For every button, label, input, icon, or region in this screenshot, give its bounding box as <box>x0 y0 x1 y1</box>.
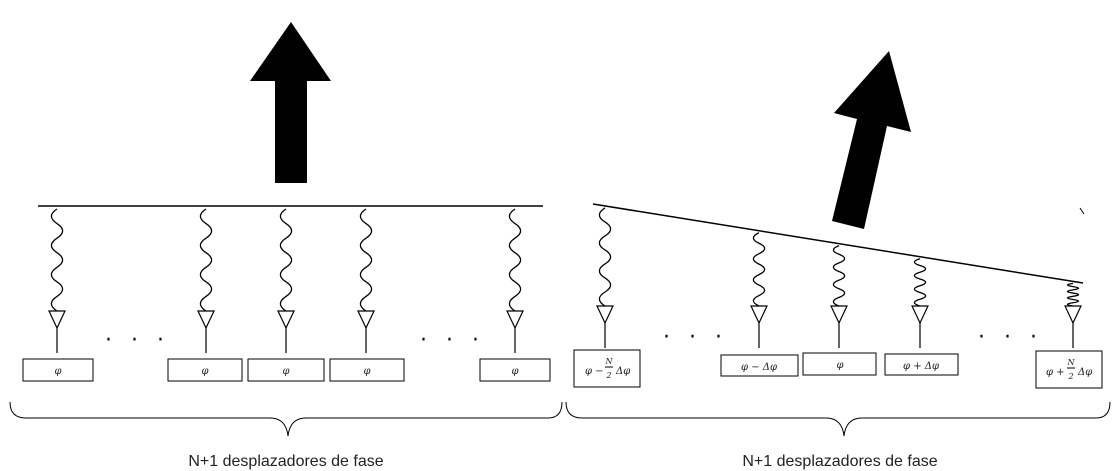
spring-element <box>832 245 846 307</box>
right-caption: N+1 desplazadores de fase <box>742 453 937 470</box>
antenna-icon <box>830 305 848 349</box>
antenna-icon <box>911 305 929 349</box>
spring-element <box>508 208 522 312</box>
right-brace <box>565 401 1111 437</box>
left-brace <box>9 401 563 437</box>
spring-element <box>50 208 64 312</box>
right-phase-shifters: φ − N 2 Δφ φ − Δφ φ φ + Δφ φ + N 2 Δφ <box>573 349 1103 389</box>
antenna-icon <box>1064 305 1082 349</box>
fraction-numerator: N <box>605 357 614 366</box>
phase-label: φ + Δφ <box>903 361 939 372</box>
antenna-icon <box>750 305 768 349</box>
fraction-denominator: 2 <box>1067 372 1073 381</box>
phase-label-part: Δφ <box>615 366 630 377</box>
antenna-icon <box>277 310 295 354</box>
broadside-beam-arrow <box>250 22 331 183</box>
phase-label: φ <box>54 366 61 377</box>
right-wave-elements <box>598 207 1080 307</box>
phase-label: φ <box>201 366 208 377</box>
left-phase-shifters: φ φ φ φ φ <box>22 358 551 382</box>
phase-label: φ <box>511 366 518 377</box>
phase-label: φ <box>282 366 289 377</box>
right-wavefront-line <box>592 203 1084 284</box>
ellipsis: · · · <box>663 325 728 350</box>
stray-mark <box>1079 207 1085 215</box>
spring-element <box>1066 282 1080 307</box>
fraction-numerator: N <box>1067 358 1076 367</box>
antenna-icon <box>357 310 375 354</box>
phase-label-part: Δφ <box>1077 367 1092 378</box>
spring-element <box>199 208 213 312</box>
phase-label-part: φ − <box>585 366 604 377</box>
left-caption: N+1 desplazadores de fase <box>188 453 383 470</box>
ellipsis: · · · <box>978 325 1043 350</box>
antenna-icon <box>48 310 66 354</box>
antenna-icon <box>506 310 524 354</box>
ellipsis: · · · <box>420 328 485 353</box>
spring-element <box>279 208 293 312</box>
left-wave-elements <box>50 208 522 312</box>
ellipsis: · · · <box>105 328 170 353</box>
phase-label-part: φ + <box>1046 367 1065 378</box>
spring-element <box>598 207 612 307</box>
antenna-icon <box>596 305 614 349</box>
fraction-denominator: 2 <box>605 371 611 380</box>
antenna-icon <box>197 310 215 354</box>
right-array: φ − N 2 Δφ φ − Δφ φ φ + Δφ φ + N 2 Δφ · … <box>565 51 1111 470</box>
phase-label: φ <box>836 360 843 371</box>
steered-beam-arrow <box>832 51 911 229</box>
phase-label: φ − Δφ <box>741 362 777 373</box>
left-array: φ φ φ φ φ · · · · · · N+1 desplazadores … <box>9 22 563 470</box>
spring-element <box>752 232 766 307</box>
phase-label: φ <box>363 366 370 377</box>
spring-element <box>913 258 927 307</box>
spring-element <box>359 208 373 312</box>
